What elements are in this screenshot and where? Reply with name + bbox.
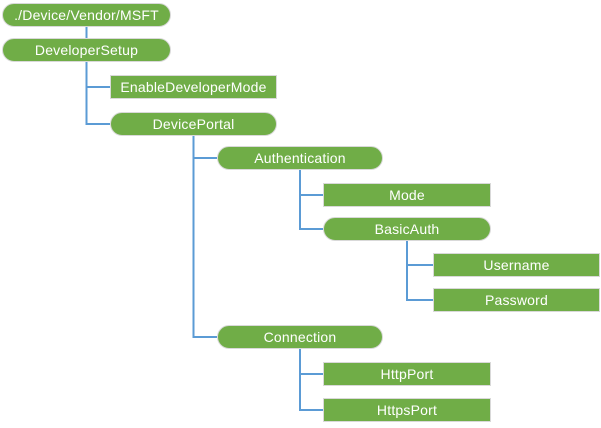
connector-developersetup-to-deviceportal	[85, 62, 110, 125]
connector-basicauth-to-username	[406, 241, 433, 266]
node-root: ./Device/Vendor/MSFT	[2, 3, 171, 27]
node-authentication: Authentication	[217, 146, 383, 170]
connector-authentication-to-basicauth	[299, 170, 323, 230]
node-deviceportal: DevicePortal	[110, 112, 277, 136]
node-httpport: HttpPort	[323, 362, 491, 386]
node-connection: Connection	[217, 325, 383, 349]
connector-developersetup-to-enabledevelopermode	[85, 62, 110, 88]
node-httpsport: HttpsPort	[323, 398, 491, 422]
connector-deviceportal-to-authentication	[192, 136, 217, 159]
connector-basicauth-to-password	[406, 241, 433, 301]
node-developersetup: DeveloperSetup	[2, 38, 171, 62]
node-basicauth: BasicAuth	[323, 217, 491, 241]
connector-deviceportal-to-connection	[192, 136, 217, 338]
node-username: Username	[433, 253, 600, 277]
connector-connection-to-httpsport	[299, 349, 323, 411]
node-password: Password	[433, 288, 600, 312]
connector-connection-to-httpport	[299, 349, 323, 375]
node-enabledevelopermode: EnableDeveloperMode	[110, 75, 277, 99]
connector-authentication-to-mode	[299, 170, 323, 196]
node-mode: Mode	[323, 183, 491, 207]
